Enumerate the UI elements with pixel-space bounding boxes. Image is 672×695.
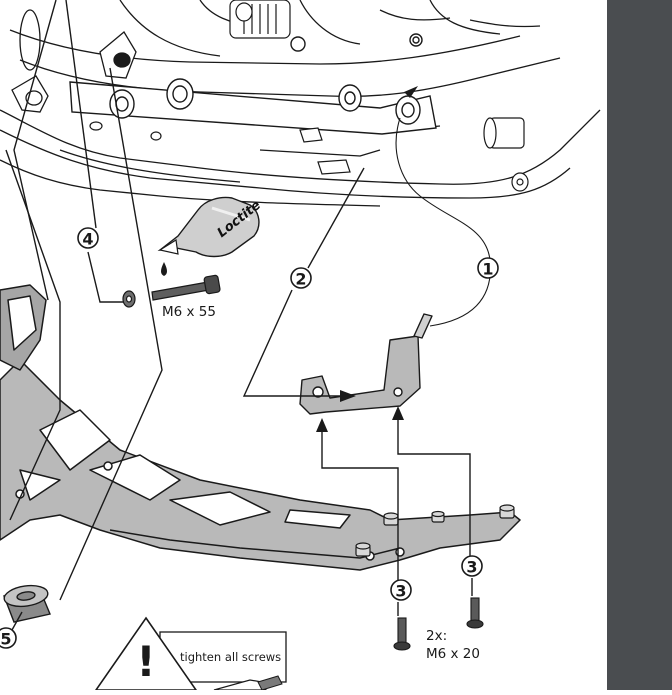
sensor-bracket: [299, 313, 433, 415]
bolt-long-label: M6 x 55: [162, 304, 216, 320]
callout-1: 1: [477, 257, 499, 279]
warning-text: tighten all screws: [180, 650, 281, 664]
bolt-short-qty-label: 2x:: [426, 628, 447, 644]
warning-symbol: !: [136, 637, 155, 686]
callout-1-number: 1: [482, 260, 493, 279]
callout-5-number: 5: [0, 630, 11, 649]
callout-4: 4: [77, 227, 99, 249]
callout-2-number: 2: [295, 270, 306, 289]
crossmember-bar: [69, 33, 437, 135]
warning-note: ! tighten all screws: [94, 616, 287, 691]
callout-3b-number: 3: [466, 558, 477, 577]
bolt-short-label: M6 x 20: [426, 646, 480, 662]
side-panel: [607, 0, 672, 690]
engine-detail-part: [89, 0, 529, 192]
callout-2: 2: [290, 267, 312, 289]
arrow-up-icon: [392, 406, 404, 420]
arrow-icon: [404, 86, 418, 98]
callout-3a-number: 3: [395, 582, 406, 601]
arrow-right-icon: [340, 390, 356, 402]
arrow-up-icon: [316, 418, 328, 432]
callout-3b: 3: [461, 555, 483, 577]
long-bolt-m6x55: [122, 274, 221, 308]
callout-3a: 3: [390, 579, 412, 601]
plate-studs: [355, 504, 515, 557]
short-bolts-m6x20: [393, 597, 484, 651]
sensor-cable: [395, 117, 491, 327]
leader-lines: [5, 0, 473, 631]
skid-plate-frame: [0, 284, 521, 571]
rubber-bumper: [3, 584, 51, 623]
assembly-diagram: Loctite: [0, 0, 601, 691]
callout-5: 5: [0, 627, 17, 649]
threadlocker-bottle: Loctite: [157, 196, 264, 276]
threadlocker-drop-icon: [161, 262, 167, 276]
arrowheads: [316, 86, 418, 432]
callout-4-number: 4: [82, 230, 93, 249]
